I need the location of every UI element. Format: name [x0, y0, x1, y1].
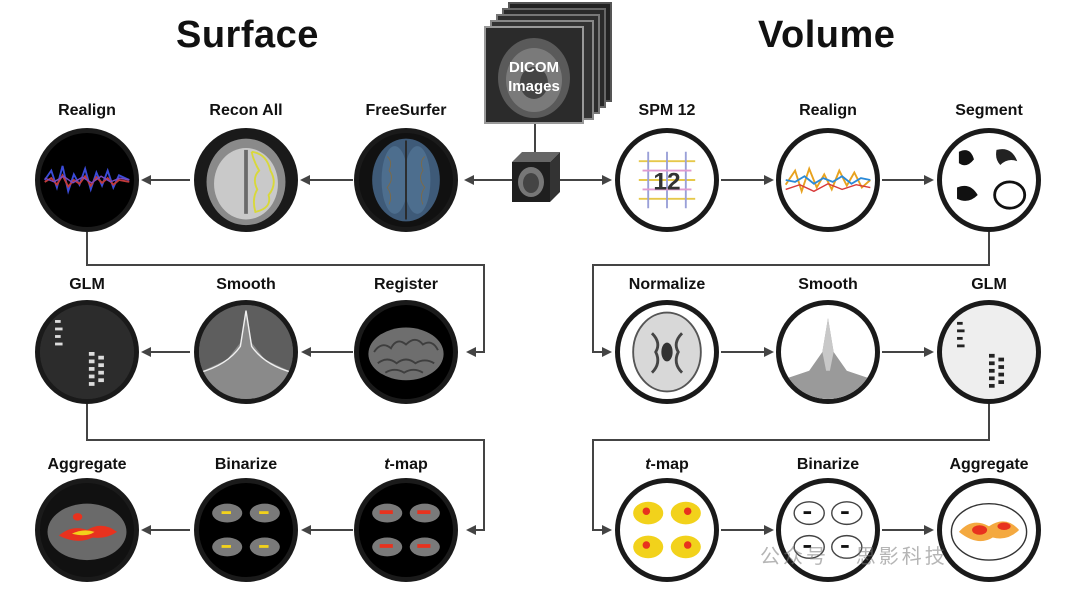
- node-freesurfer: [354, 128, 458, 232]
- label-volume-realign: Realign: [758, 102, 898, 120]
- node-surface-smooth: [194, 300, 298, 404]
- design-matrix-light-icon: [942, 305, 1036, 399]
- label-surface-smooth: Smooth: [176, 276, 316, 294]
- node-surface-realign: [35, 128, 139, 232]
- label-surface-realign: Realign: [17, 102, 157, 120]
- label-surface-binarize: Binarize: [176, 456, 316, 474]
- label-normalize: Normalize: [597, 276, 737, 294]
- motion-trace-icon: [40, 133, 134, 227]
- volume-cube-icon: [512, 152, 560, 202]
- label-surface-glm: GLM: [17, 276, 157, 294]
- node-spm12: 12: [615, 128, 719, 232]
- label-surface-aggregate: Aggregate: [17, 456, 157, 474]
- node-surface-tmap: [354, 478, 458, 582]
- aggregate-surface-map-icon: [40, 483, 134, 577]
- label-recon-all: Recon All: [176, 102, 316, 120]
- tmap-surfaces-icon: [359, 483, 453, 577]
- label-volume-tmap: t-map: [597, 456, 737, 474]
- node-surface-glm: [35, 300, 139, 404]
- label-volume-glm: GLM: [919, 276, 1059, 294]
- node-surface-binarize: [194, 478, 298, 582]
- tmap-volume-icon: [620, 483, 714, 577]
- node-surface-aggregate: [35, 478, 139, 582]
- normalized-brain-icon: [620, 305, 714, 399]
- node-volume-realign: [776, 128, 880, 232]
- gaussian-peak-icon: [199, 305, 293, 399]
- node-volume-glm: [937, 300, 1041, 404]
- volume-heading: Volume: [758, 14, 895, 57]
- node-volume-smooth: [776, 300, 880, 404]
- dicom-front-slice: DICOM Images: [484, 26, 584, 124]
- node-normalize: [615, 300, 719, 404]
- cortical-surface-icon: [359, 305, 453, 399]
- label-volume-aggregate: Aggregate: [919, 456, 1059, 474]
- design-matrix-icon: [40, 305, 134, 399]
- gaussian-kernel-icon: [781, 305, 875, 399]
- tissue-segments-icon: [942, 133, 1036, 227]
- dicom-stack: DICOM Images: [484, 2, 612, 126]
- label-spm12: SPM 12: [597, 102, 737, 120]
- dicom-label-line1: DICOM: [486, 58, 582, 77]
- node-recon-all: [194, 128, 298, 232]
- watermark: 公众号 · 思影科技: [760, 540, 948, 569]
- brain-slice-outline-icon: [199, 133, 293, 227]
- label-volume-binarize: Binarize: [758, 456, 898, 474]
- node-volume-aggregate: [937, 478, 1041, 582]
- aggregate-volume-map-icon: [942, 483, 1036, 577]
- label-volume-smooth: Smooth: [758, 276, 898, 294]
- surface-heading: Surface: [176, 14, 319, 57]
- dicom-label-line2: Images: [486, 77, 582, 96]
- spm-logo-icon: 12: [620, 133, 714, 227]
- node-register: [354, 300, 458, 404]
- svg-text:12: 12: [653, 168, 680, 195]
- node-volume-tmap: [615, 478, 719, 582]
- label-freesurfer: FreeSurfer: [336, 102, 476, 120]
- label-segment: Segment: [919, 102, 1059, 120]
- node-segment: [937, 128, 1041, 232]
- motion-parameters-icon: [781, 133, 875, 227]
- brain-surface-mesh-icon: [359, 133, 453, 227]
- label-surface-tmap: t-map: [336, 456, 476, 474]
- binarized-surfaces-icon: [199, 483, 293, 577]
- label-register: Register: [336, 276, 476, 294]
